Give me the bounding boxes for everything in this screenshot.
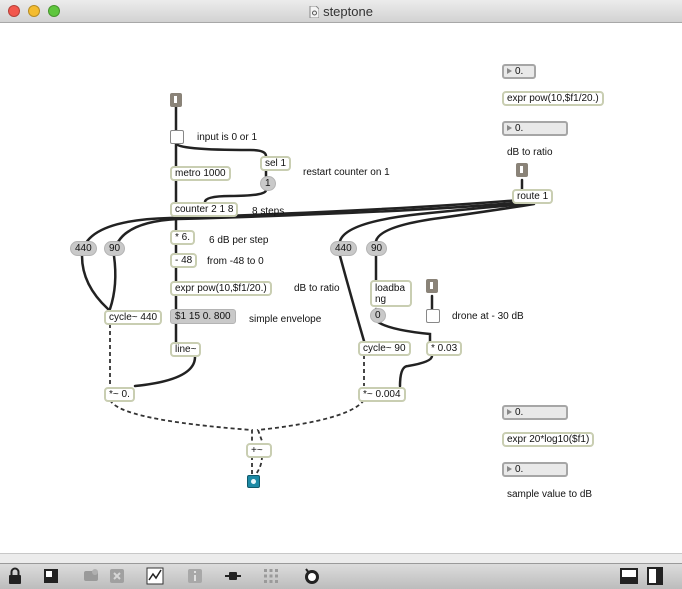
- msg-440-left[interactable]: 440: [70, 241, 97, 256]
- signal-multiply-left[interactable]: *~ 0.: [104, 387, 135, 402]
- msg-90-left[interactable]: 90: [104, 241, 126, 256]
- window-title-text: steptone: [323, 4, 373, 19]
- sample-comment: sample value to dB: [507, 489, 593, 500]
- line-signal-object[interactable]: line~: [170, 342, 202, 357]
- msg-90-right[interactable]: 90: [366, 241, 388, 256]
- metro-object[interactable]: metro 1000: [170, 166, 231, 181]
- minimize-window-button[interactable]: [28, 5, 40, 17]
- drone-comment: drone at - 30 dB: [452, 311, 524, 322]
- path-icon[interactable]: [224, 567, 242, 585]
- minus-48-object[interactable]: - 48: [170, 253, 198, 268]
- cycle-440-object[interactable]: cycle~ 440: [104, 310, 163, 325]
- envelope-comment: simple envelope: [249, 314, 322, 325]
- split-left-icon[interactable]: [620, 567, 638, 585]
- steps-comment: 8 steps: [252, 206, 285, 217]
- number-box-bottom-out[interactable]: 0.: [502, 462, 568, 477]
- route-object[interactable]: route 1: [512, 189, 554, 204]
- patcher-toolbar: [0, 563, 682, 589]
- input-comment: input is 0 or 1: [197, 132, 258, 143]
- counter-object[interactable]: counter 2 1 8: [170, 202, 239, 217]
- close-window-button[interactable]: [8, 5, 20, 17]
- patcher-canvas[interactable]: input is 0 or 1 sel 1 restart counter on…: [0, 23, 682, 553]
- horizontal-scrollbar[interactable]: [0, 553, 682, 564]
- multiply-six-object[interactable]: * 6.: [170, 230, 196, 245]
- input-toggle[interactable]: [170, 130, 184, 144]
- drone-toggle[interactable]: [426, 309, 440, 323]
- msg-zero[interactable]: 0: [370, 308, 386, 323]
- zoom-window-button[interactable]: [48, 5, 60, 17]
- sel-object[interactable]: sel 1: [260, 156, 292, 171]
- signal-add-object[interactable]: +~: [246, 443, 272, 458]
- number-box-top-out[interactable]: 0.: [502, 121, 568, 136]
- expr-pow-top-object[interactable]: expr pow(10,$f1/20.): [502, 91, 604, 106]
- db-ratio-comment-main: dB to ratio: [294, 283, 340, 294]
- clue-icon[interactable]: [302, 567, 320, 585]
- expr-log-object[interactable]: expr 20*log10($f1): [502, 432, 595, 447]
- title-bar: steptone: [0, 0, 682, 23]
- window-title: steptone: [0, 4, 682, 19]
- cycle-90-object[interactable]: cycle~ 90: [358, 341, 411, 356]
- debug-icon[interactable]: [146, 567, 164, 585]
- delete-icon[interactable]: [108, 567, 126, 585]
- grid-icon[interactable]: [262, 567, 280, 585]
- number-box-bottom[interactable]: 0.: [502, 405, 568, 420]
- expr-pow-main-object[interactable]: expr pow(10,$f1/20.): [170, 281, 272, 296]
- msg-440-right[interactable]: 440: [330, 241, 357, 256]
- multiply-003-object[interactable]: * 0.03: [426, 341, 463, 356]
- restart-comment: restart counter on 1: [303, 167, 390, 178]
- number-box-top[interactable]: 0.: [502, 64, 536, 79]
- inlet-right[interactable]: [426, 279, 438, 293]
- presentation-icon[interactable]: [42, 567, 60, 585]
- new-object-icon[interactable]: [82, 567, 100, 585]
- inspector-icon[interactable]: [186, 567, 204, 585]
- db-step-comment: 6 dB per step: [209, 235, 269, 246]
- range-comment: from -48 to 0: [207, 256, 264, 267]
- signal-multiply-right[interactable]: *~ 0.004: [358, 387, 406, 402]
- envelope-message[interactable]: $1 15 0. 800: [170, 309, 236, 324]
- msg-one[interactable]: 1: [260, 176, 276, 191]
- patch-document-icon: [309, 6, 320, 18]
- db-ratio-comment-top: dB to ratio: [507, 147, 553, 158]
- inlet-left[interactable]: [170, 93, 182, 107]
- dac-output-icon[interactable]: [247, 475, 260, 488]
- split-right-icon[interactable]: [646, 567, 664, 585]
- loadbang-object[interactable]: loadbang: [370, 280, 412, 307]
- inlet-route[interactable]: [516, 163, 528, 177]
- lock-icon[interactable]: [6, 567, 24, 585]
